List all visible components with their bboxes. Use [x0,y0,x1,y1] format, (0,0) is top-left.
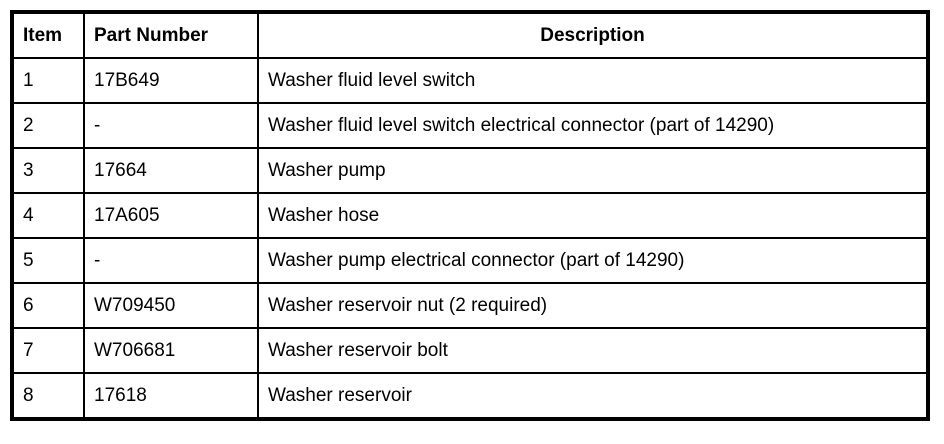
item-cell: 2 [11,102,85,149]
part-number-cell: 17B649 [83,57,259,104]
item-cell: 6 [11,282,85,329]
description-cell: Washer pump [257,147,929,194]
part-number-cell: W706681 [83,327,259,374]
description-cell: Washer fluid level switch [257,57,929,104]
table-row: 8 17618 Washer reservoir [11,372,929,420]
description-cell: Washer hose [257,192,929,239]
table-row: 1 17B649 Washer fluid level switch [11,57,929,104]
column-header-item: Item [11,11,85,59]
item-cell: 7 [11,327,85,374]
table-row: 4 17A605 Washer hose [11,192,929,239]
table-row: 3 17664 Washer pump [11,147,929,194]
table-row: 7 W706681 Washer reservoir bolt [11,327,929,374]
part-number-cell: 17A605 [83,192,259,239]
description-cell: Washer reservoir nut (2 required) [257,282,929,329]
parts-table-container: Item Part Number Description 1 17B649 Wa… [10,10,930,421]
part-number-cell: 17664 [83,147,259,194]
item-cell: 3 [11,147,85,194]
table-header-row: Item Part Number Description [11,11,929,59]
parts-table: Item Part Number Description 1 17B649 Wa… [10,10,930,421]
description-cell: Washer reservoir [257,372,929,420]
table-row: 5 - Washer pump electrical connector (pa… [11,237,929,284]
part-number-cell: 17618 [83,372,259,420]
part-number-cell: - [83,102,259,149]
table-row: 6 W709450 Washer reservoir nut (2 requir… [11,282,929,329]
column-header-part-number: Part Number [83,11,259,59]
item-cell: 4 [11,192,85,239]
item-cell: 1 [11,57,85,104]
part-number-cell: - [83,237,259,284]
description-cell: Washer pump electrical connector (part o… [257,237,929,284]
description-cell: Washer fluid level switch electrical con… [257,102,929,149]
item-cell: 5 [11,237,85,284]
column-header-description: Description [257,11,929,59]
part-number-cell: W709450 [83,282,259,329]
description-cell: Washer reservoir bolt [257,327,929,374]
table-row: 2 - Washer fluid level switch electrical… [11,102,929,149]
item-cell: 8 [11,372,85,420]
